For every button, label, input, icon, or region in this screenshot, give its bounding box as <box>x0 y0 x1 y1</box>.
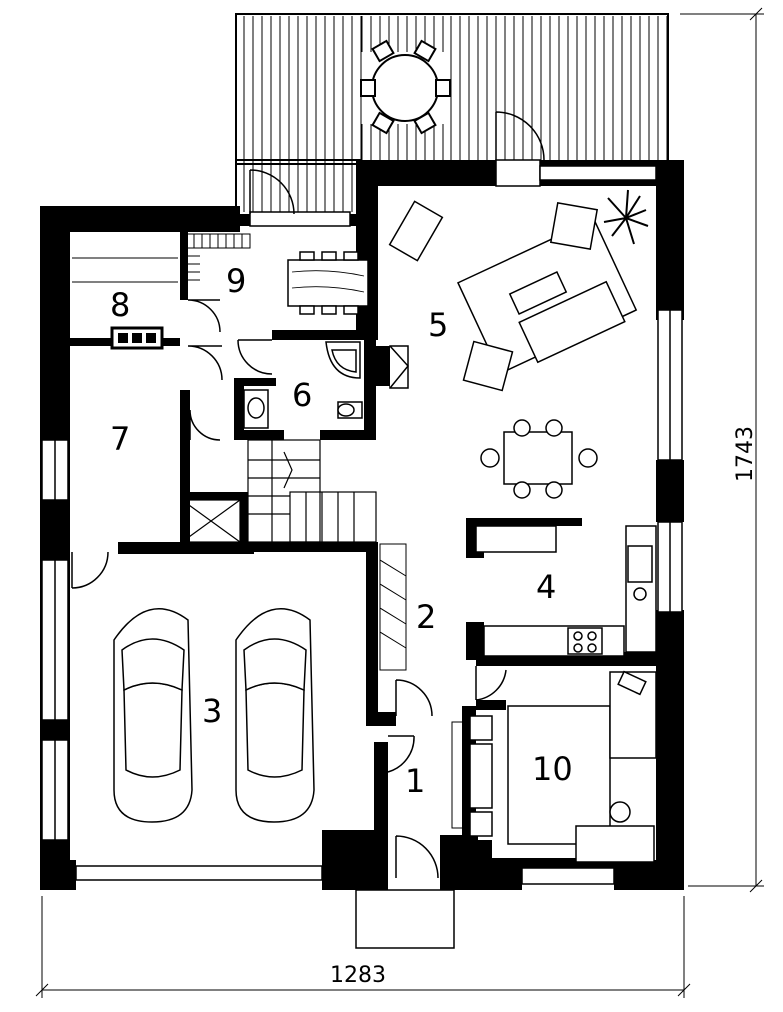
dimension-height <box>680 7 764 893</box>
terrace <box>235 13 669 217</box>
room-label-1: 1 <box>405 762 425 800</box>
doors <box>71 111 545 879</box>
terrace-table <box>360 39 451 135</box>
windows <box>41 159 683 885</box>
table-9 <box>287 251 369 315</box>
height-dimension-label: 1743 <box>733 426 758 482</box>
room-label-5: 5 <box>428 306 448 344</box>
room-label-9: 9 <box>226 262 246 300</box>
room-label-6: 6 <box>292 376 312 414</box>
plant <box>603 189 649 245</box>
room-label-3: 3 <box>202 692 222 730</box>
room-label-7: 7 <box>110 420 130 458</box>
width-dimension-label: 1283 <box>330 963 386 988</box>
room-label-2: 2 <box>416 598 436 636</box>
cars <box>113 608 315 823</box>
bathroom-fixtures <box>243 341 363 429</box>
room-label-10: 10 <box>532 750 573 788</box>
closet-8 <box>110 326 164 350</box>
room-label-8: 8 <box>110 286 130 324</box>
room-labels: 1 2 3 4 5 6 7 8 9 10 <box>110 262 573 800</box>
staircase <box>181 439 377 543</box>
car-1 <box>113 608 193 823</box>
entrance-step <box>355 889 455 949</box>
room-label-4: 4 <box>536 568 556 606</box>
hall-cabinet <box>379 543 467 829</box>
living-furniture <box>388 200 638 392</box>
kitchen <box>475 525 657 657</box>
stair-9 <box>72 233 251 290</box>
dining-table <box>480 419 598 499</box>
room-10-furniture <box>469 670 657 863</box>
fireplace <box>389 345 409 389</box>
car-2 <box>235 608 315 823</box>
dimension-width <box>35 896 691 998</box>
